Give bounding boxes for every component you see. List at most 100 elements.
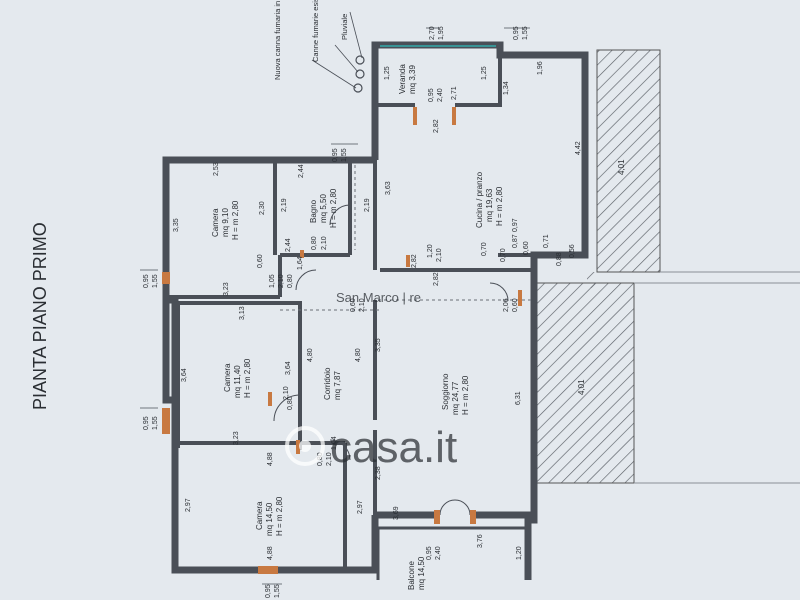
dim-label: 2,38 (375, 466, 382, 480)
dimension-lines (140, 27, 530, 585)
dim-label: 2,40 (437, 88, 444, 102)
dim-label: 1,20 (427, 244, 434, 258)
dim-label: 3,76 (477, 534, 484, 548)
dim-label: 0,95 (426, 546, 433, 560)
dim-label: 1,95 (438, 26, 445, 40)
dim-label: 0,70 (500, 248, 507, 262)
dim-label: 1,55 (341, 148, 348, 162)
dim-label: 2,44 (298, 164, 305, 178)
dim-label: 0,95 (143, 416, 150, 430)
dim-label: 0,95 (428, 88, 435, 102)
sheet-title: PIANTA PIANO PRIMO (30, 222, 50, 410)
watermark-casa-logo: casa.it (285, 423, 457, 472)
dim-label: 4,01 (617, 159, 626, 175)
room-name-balcone: Balcone (407, 561, 416, 590)
dim-label: 1,25 (481, 66, 488, 80)
room-height-camera-2: H = m 2,80 (243, 358, 252, 398)
room-corridoio: Corridoio mq 7,87 (323, 367, 342, 400)
dim-label: 4,88 (267, 452, 274, 466)
chimneys (353, 55, 365, 93)
door-swing-camera3 (329, 439, 351, 461)
dim-label: 0,56 (569, 244, 576, 258)
dim-label: 1,55 (274, 584, 281, 598)
hatched-area-upper (596, 49, 661, 273)
room-area-veranda: mq 3,39 (408, 65, 417, 94)
room-area-soggiorno: mq 24,77 (451, 381, 460, 415)
dim-label: 6,31 (515, 391, 522, 405)
room-camera-1: Camera mq 9,10 H = m 2,80 (211, 200, 240, 240)
room-height-bagno: H = m 2,80 (329, 188, 338, 228)
dim-label: 3,13 (239, 306, 246, 320)
annotation-pluviale: Pluviale (340, 14, 349, 40)
dim-label: 1,96 (537, 61, 544, 75)
dim-label: 4,01 (577, 379, 586, 395)
door-swing-camera2 (273, 394, 301, 422)
dim-label: 0,97 (512, 218, 519, 232)
dim-label: 0,95 (143, 274, 150, 288)
casa-logo-icon (285, 426, 325, 466)
room-area-camera-1: mq 9,10 (221, 208, 230, 237)
dashed-guides (280, 45, 534, 311)
dim-label: 0,71 (543, 234, 550, 248)
dim-label: 2,82 (433, 119, 440, 133)
dim-label: 2,10 (321, 236, 328, 250)
annotation-canne-fumarie: Canne fumarie esistenti (311, 0, 320, 62)
dim-label: 2,06 (503, 298, 510, 312)
dimension-labels: 0,95 1,55 2,70 1,95 0,95 1,55 1,25 1,25 … (143, 26, 626, 598)
room-name-camera-3: Camera (255, 501, 264, 530)
door-swings (273, 204, 509, 516)
door-swing-balcone (439, 499, 471, 516)
room-name-bagno: Bagno (309, 199, 318, 223)
dim-label: 3,64 (285, 361, 292, 375)
door-swing-soggiorno (489, 282, 509, 302)
room-veranda: Veranda mq 3,39 (398, 64, 417, 94)
dim-label: 1,55 (152, 274, 159, 288)
dim-label: 2,53 (213, 162, 220, 176)
dim-label: 1,05 (269, 274, 276, 288)
dim-label: 1,64 (331, 436, 338, 450)
annotation-canna-fumaria: Nuova canna fumaria in acciaio (273, 0, 282, 80)
room-name-cucina: Cucina / pranzo (475, 171, 484, 228)
dim-label: 2,30 (259, 201, 266, 215)
neighbour-outline (634, 271, 800, 484)
dim-label: 0,60 (512, 298, 519, 312)
room-name-soggiorno: Soggiorno (441, 373, 450, 410)
dim-label: 0,80 (311, 236, 318, 250)
room-height-camera-3: H = m 2,80 (275, 496, 284, 536)
outer-walls (162, 41, 589, 580)
dim-label: 2,10 (326, 452, 333, 466)
door-swing-corridor (295, 269, 317, 291)
dim-label: 2,82 (411, 254, 418, 268)
dim-label: 3,23 (223, 282, 230, 296)
dim-label: 1,20 (516, 546, 523, 560)
dim-label: 0,60 (350, 298, 357, 312)
room-soggiorno: Soggiorno mq 24,77 H = m 2,80 (441, 373, 470, 415)
hatched-area-lower (533, 282, 635, 484)
room-cucina: Cucina / pranzo mq 19,63 H = m 2,80 (475, 171, 504, 228)
leader-lines (311, 11, 363, 89)
window-marks (162, 107, 522, 574)
dim-label: 1,55 (152, 416, 159, 430)
dim-label: 0,70 (481, 242, 488, 256)
dim-label: 0,87 (512, 234, 519, 248)
room-name-camera-1: Camera (211, 208, 220, 237)
watermark-portal: casa.it (330, 423, 457, 472)
dim-label: 1,34 (503, 81, 510, 95)
room-area-bagno: mq 5,50 (319, 194, 328, 223)
dim-label: 3,64 (181, 368, 188, 382)
hatched-area-joint (587, 272, 596, 288)
inner-walls (166, 55, 534, 570)
dim-label: 3,23 (233, 431, 240, 445)
dim-label: 2,40 (435, 546, 442, 560)
room-area-balcone: mq 14,50 (417, 556, 426, 590)
dim-label: 1,25 (384, 66, 391, 80)
dim-label: 0,80 (287, 274, 294, 288)
room-height-cucina: H = m 2,80 (495, 186, 504, 226)
dim-label: 0,80 (317, 452, 324, 466)
room-balcone: Balcone mq 14,50 (407, 556, 426, 590)
room-area-camera-3: mq 14,50 (265, 502, 274, 536)
room-area-camera-2: mq 11,40 (233, 365, 242, 398)
chimney-1 (355, 55, 365, 65)
room-area-corridoio: mq 7,87 (333, 371, 342, 400)
